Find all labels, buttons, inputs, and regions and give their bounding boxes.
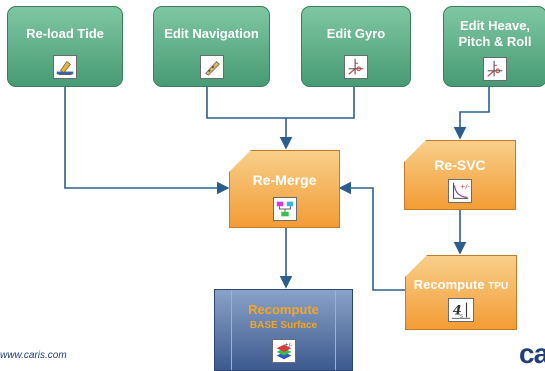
- base-box-inner-right-line: [335, 290, 336, 370]
- svg-text:4: 4: [453, 304, 462, 319]
- edit-heave-label-line2: Pitch & Roll: [458, 34, 532, 49]
- arrow-navigation-join: [206, 87, 286, 119]
- recompute-base-label-line2: BASE Surface: [249, 320, 318, 331]
- recompute-tpu-title: Recompute TPU: [406, 277, 516, 294]
- edit-gyro-label: Edit Gyro: [326, 26, 386, 41]
- recompute-tpu-suffix: TPU: [488, 281, 509, 292]
- svg-text:+/-: +/-: [284, 342, 292, 348]
- footer-url[interactable]: www.caris.com: [0, 350, 67, 361]
- svg-text:+/-: +/-: [460, 182, 470, 190]
- reload-tide-box[interactable]: Re-load Tide: [7, 6, 123, 87]
- base-box-inner-left-line: [231, 290, 232, 370]
- base-surface-icon: +/-: [271, 339, 296, 363]
- navigation-icon: [199, 55, 224, 79]
- merge-icon: [272, 197, 297, 221]
- tide-icon: [53, 55, 77, 79]
- arrow-gyro-join: [286, 87, 355, 119]
- svg-text:s: s: [460, 313, 463, 319]
- edit-navigation-label: Edit Navigation: [164, 26, 259, 41]
- caris-logo: ca: [519, 338, 545, 369]
- gyro-icon: [344, 55, 368, 79]
- re-merge-label: Re-Merge: [252, 172, 317, 188]
- re-svc-label: Re-SVC: [434, 157, 486, 173]
- arrow-heave-to-svc: [453, 87, 490, 140]
- svc-icon: +/-: [448, 179, 472, 203]
- re-svc-box[interactable]: Re-SVC +/-: [404, 140, 516, 210]
- arrow-tpu-to-merge: [338, 181, 405, 291]
- heave-icon: [483, 57, 507, 81]
- arrow-tide-to-merge: [64, 87, 230, 195]
- recompute-base-label-line1: Recompute: [248, 302, 319, 317]
- reload-tide-label: Re-load Tide: [26, 26, 104, 41]
- edit-navigation-box[interactable]: Edit Navigation: [153, 6, 270, 87]
- edit-gyro-box[interactable]: Edit Gyro: [301, 6, 411, 87]
- recompute-tpu-label: Recompute: [413, 277, 485, 292]
- edit-heave-pitch-roll-box[interactable]: Edit Heave, Pitch & Roll: [443, 6, 545, 87]
- re-merge-box[interactable]: Re-Merge: [229, 150, 340, 228]
- edit-heave-label-line1: Edit Heave,: [459, 18, 531, 33]
- recompute-base-surface-box[interactable]: Recompute BASE Surface +/-: [214, 289, 353, 371]
